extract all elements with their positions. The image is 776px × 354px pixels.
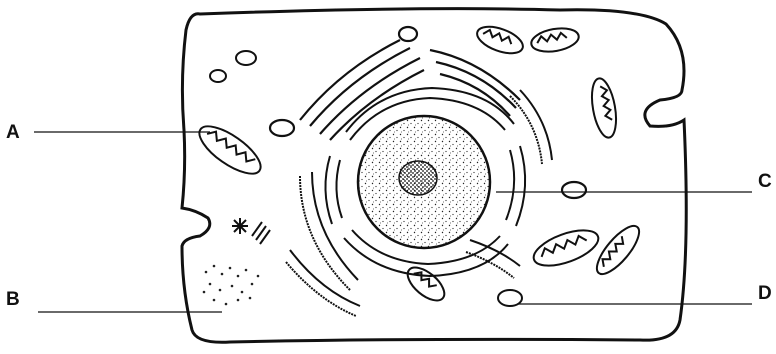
- mitochondrion-top-1: [474, 21, 527, 58]
- mitochondrion-lower-1: [529, 223, 602, 273]
- mitochondrion-a: [192, 118, 267, 182]
- centrioles: [232, 218, 270, 244]
- mitochondrion-lower-2: [590, 220, 645, 280]
- label-c: C: [758, 172, 772, 191]
- cytoplasm-granules: [203, 265, 260, 306]
- label-b: B: [6, 290, 20, 309]
- mitochondrion-right: [588, 77, 620, 140]
- label-d: D: [758, 284, 772, 303]
- mitochondrion-top-2: [529, 25, 580, 55]
- mitochondrion-bottom: [402, 261, 450, 306]
- label-a: A: [6, 123, 20, 142]
- nucleolus: [399, 161, 437, 195]
